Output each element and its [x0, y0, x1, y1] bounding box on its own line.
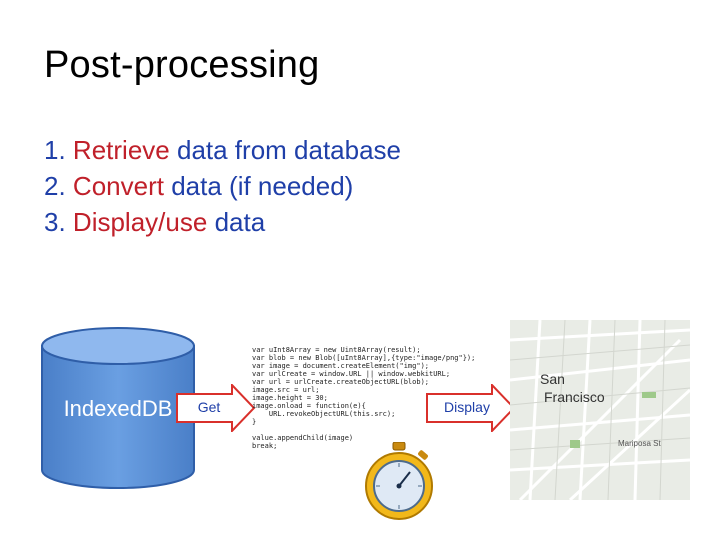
map-label-san: San — [540, 371, 565, 387]
step-keyword: Display/use — [72, 207, 208, 237]
display-arrow — [426, 384, 516, 432]
code-line: var uInt8Array = new Uint8Array(result); — [252, 346, 421, 354]
code-snippet: var uInt8Array = new Uint8Array(result);… — [252, 346, 484, 470]
code-line: image.onload = function(e){ — [252, 402, 366, 410]
code-line: URL.revokeObjectURL(this.src); — [252, 410, 396, 418]
stopwatch-icon — [365, 442, 433, 520]
code-line: break; — [252, 442, 278, 450]
step-3: 3. Display/use data — [44, 204, 401, 240]
step-keyword: Retrieve — [72, 135, 170, 165]
slide-title: Post-processing — [44, 44, 320, 86]
step-number: 1. — [44, 135, 66, 165]
step-keyword: Convert — [72, 171, 164, 201]
steps-list: 1. Retrieve data from database 2. Conver… — [44, 132, 401, 240]
step-text: data (if needed) — [171, 171, 354, 201]
code-line: var blob = new Blob([uInt8Array],{type:"… — [252, 354, 476, 362]
step-2: 2. Convert data (if needed) — [44, 168, 401, 204]
step-text: data from database — [176, 135, 402, 165]
code-line: var image = document.createElement("img"… — [252, 362, 430, 370]
code-line: } — [252, 418, 257, 426]
code-line: image.src = url; — [252, 386, 320, 394]
database-icon — [41, 327, 195, 489]
code-line: value.appendChild(image) — [252, 434, 354, 442]
map-label-street: Mariposa St — [618, 439, 661, 448]
map-image: San Francisco Mariposa St — [510, 320, 690, 500]
get-arrow — [176, 384, 256, 432]
step-number: 2. — [44, 171, 66, 201]
step-1: 1. Retrieve data from database — [44, 132, 401, 168]
get-label: Get — [197, 399, 221, 415]
step-text: data — [214, 207, 266, 237]
display-label: Display — [444, 399, 490, 415]
code-line: var urlCreate = window.URL || window.web… — [252, 370, 451, 378]
code-line: image.height = 30; — [252, 394, 328, 402]
step-number: 3. — [44, 207, 66, 237]
database-label: IndexedDB — [63, 396, 173, 421]
code-line: var url = urlCreate.createObjectURL(blob… — [252, 378, 430, 386]
map-label-francisco: Francisco — [544, 389, 605, 405]
